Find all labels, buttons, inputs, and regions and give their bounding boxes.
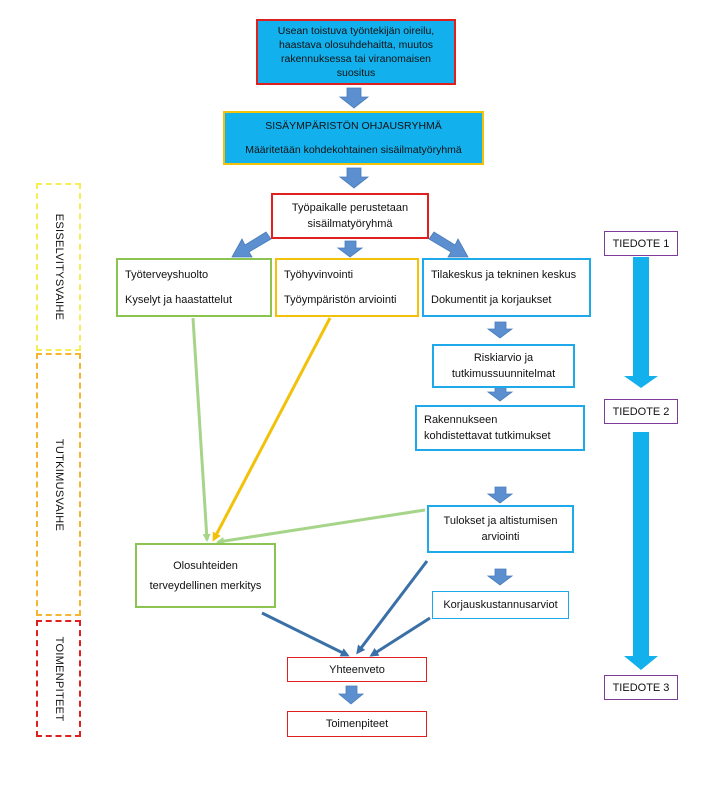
down-arrow-6 — [486, 568, 514, 586]
bulletin-2-label: TIEDOTE 2 — [612, 405, 670, 418]
building-studies-line-1: Rakennukseen — [424, 414, 498, 426]
occupational-health-box: Työterveyshuolto Kyselyt ja haastattelut — [116, 258, 272, 317]
facilities-detail: Dokumentit ja korjaukset — [431, 294, 552, 306]
down-arrow-1 — [338, 87, 370, 109]
steering-group-box: SISÄYMPÄRISTÖN OHJAUSRYHMÄ Määritetään k… — [223, 111, 484, 165]
diag-arrow-left — [231, 231, 272, 258]
repair-costs-label: Korjauskustannusarviot — [443, 599, 558, 611]
workgroup-box: Työpaikalle perustetaan sisäilmatyöryhmä — [271, 193, 429, 239]
steering-group-subtitle: Määritetään kohdekohtainen sisäilmatyöry… — [245, 144, 462, 156]
results-line-2: arviointi — [481, 531, 520, 543]
actions-label: Toimenpiteet — [325, 718, 389, 730]
phase-preliminary-label: ESISELVITYSVAIHE — [52, 213, 65, 321]
workgroup-line-1: Työpaikalle perustetaan — [291, 202, 409, 214]
bulletin-3-label: TIEDOTE 3 — [612, 681, 670, 694]
phase-actions: TOIMENPITEET — [36, 620, 81, 737]
dark-line-costs — [369, 616, 431, 657]
health-significance-box: Olosuhteiden terveydellinen merkitys — [135, 543, 276, 608]
actions-box: Toimenpiteet — [287, 711, 427, 737]
trigger-line-4: suositus — [336, 67, 376, 79]
wellbeing-title: Työhyvinvointi — [284, 269, 354, 281]
summary-box: Yhteenveto — [287, 657, 427, 682]
bulletin-1-label: TIEDOTE 1 — [612, 237, 670, 250]
occupational-health-detail: Kyselyt ja haastattelut — [125, 294, 233, 306]
bulletin-3-box: TIEDOTE 3 — [604, 675, 678, 700]
trigger-line-1: Usean toistuva työntekijän oireilu, — [277, 25, 435, 37]
wellbeing-detail: Työympäristön arviointi — [284, 294, 397, 306]
green-line-down — [191, 317, 211, 542]
phase-actions-label: TOIMENPITEET — [52, 636, 65, 721]
down-arrow-3 — [486, 321, 514, 339]
risk-line-2: tutkimussuunnitelmat — [451, 368, 556, 380]
risk-line-1: Riskiarvio ja — [473, 352, 534, 364]
wellbeing-box: Työhyvinvointi Työympäristön arviointi — [275, 258, 419, 317]
bulletin-arrow-2 — [624, 432, 658, 670]
trigger-box: Usean toistuva työntekijän oireilu, haas… — [256, 19, 456, 85]
phase-preliminary: ESISELVITYSVAIHE — [36, 183, 81, 351]
results-line-1: Tulokset ja altistumisen — [443, 515, 558, 527]
occupational-health-title: Työterveyshuolto — [125, 269, 209, 281]
down-arrow-2 — [338, 167, 370, 189]
dark-line-left — [261, 611, 350, 657]
green-line-results — [216, 508, 426, 546]
health-line-2: terveydellinen merkitys — [149, 579, 262, 592]
workgroup-line-2: sisäilmatyöryhmä — [307, 218, 393, 230]
dark-line-results — [356, 560, 429, 655]
summary-label: Yhteenveto — [329, 663, 385, 676]
trigger-line-2: haastava olosuhdehaitta, muutos — [278, 39, 434, 51]
results-box: Tulokset ja altistumisen arviointi — [427, 505, 574, 553]
down-arrow-5 — [486, 486, 514, 504]
bulletin-2-box: TIEDOTE 2 — [604, 399, 678, 424]
repair-costs-box: Korjauskustannusarviot — [432, 591, 569, 619]
down-arrow-7 — [337, 685, 365, 705]
yellow-line — [212, 317, 332, 542]
building-studies-box: Rakennukseen kohdistettavat tutkimukset — [415, 405, 585, 451]
diag-arrow-right — [428, 231, 469, 258]
down-arrow-center — [336, 240, 364, 258]
trigger-line-3: rakennuksessa tai viranomaisen — [281, 53, 431, 65]
steering-group-title: SISÄYMPÄRISTÖN OHJAUSRYHMÄ — [265, 120, 442, 132]
phase-research: TUTKIMUSVAIHE — [36, 353, 81, 616]
facilities-title: Tilakeskus ja tekninen keskus — [431, 269, 577, 281]
facilities-box: Tilakeskus ja tekninen keskus Dokumentit… — [422, 258, 591, 317]
bulletin-1-box: TIEDOTE 1 — [604, 231, 678, 256]
phase-research-label: TUTKIMUSVAIHE — [52, 438, 65, 531]
health-line-1: Olosuhteiden — [173, 559, 238, 572]
building-studies-line-2: kohdistettavat tutkimukset — [424, 430, 551, 442]
risk-assessment-box: Riskiarvio ja tutkimussuunnitelmat — [432, 344, 575, 388]
bulletin-arrow-1 — [624, 257, 658, 388]
